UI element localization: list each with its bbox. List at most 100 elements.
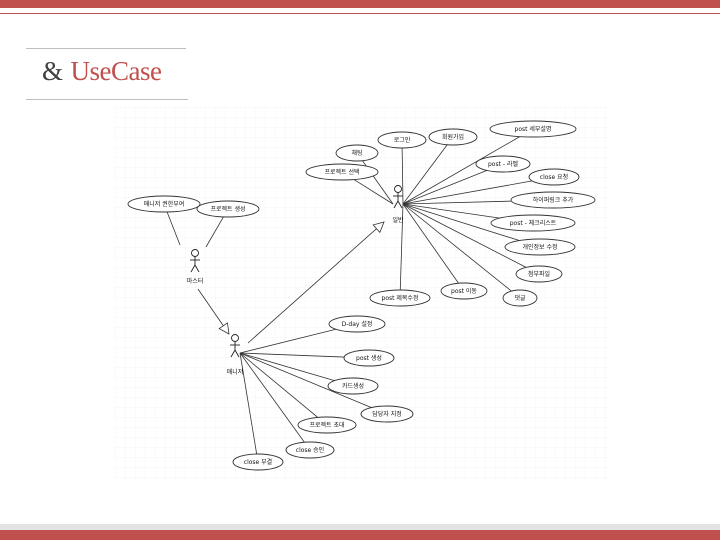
use-case-ellipse xyxy=(489,120,577,138)
title-ampersand: & xyxy=(42,56,63,86)
actor-master: 마스터 xyxy=(187,249,204,285)
use-case-ellipse xyxy=(285,441,335,459)
use-case: 카드생성 xyxy=(327,377,379,395)
use-case-label: close 승인 xyxy=(296,447,324,454)
use-case: 회원가입 xyxy=(428,128,478,146)
association-line xyxy=(166,211,181,246)
use-case-ellipse xyxy=(305,163,379,181)
title-divider-top xyxy=(26,48,186,49)
association-line xyxy=(399,203,404,291)
association-line xyxy=(353,179,394,205)
actor-label: 마스터 xyxy=(187,277,204,285)
association-line xyxy=(402,203,500,219)
use-case: 프로젝트 선택 xyxy=(305,163,379,181)
title-divider-bottom xyxy=(26,99,188,100)
use-case-label: close 부결 xyxy=(244,458,272,466)
use-case-ellipse xyxy=(504,238,576,256)
association-line xyxy=(239,352,319,418)
use-case-ellipse xyxy=(502,289,538,307)
use-case: 로그인 xyxy=(377,131,427,149)
use-case-ellipse xyxy=(475,155,531,173)
bottom-gray-band xyxy=(0,524,720,530)
association-line xyxy=(239,352,258,455)
association-line xyxy=(402,203,527,268)
use-case-ellipse xyxy=(196,200,260,218)
use-case-label: post 세부설명 xyxy=(515,125,552,133)
use-case: 담당자 지정 xyxy=(360,405,414,423)
association-line xyxy=(239,352,372,408)
use-case: post 세부설명 xyxy=(489,120,577,138)
association-line xyxy=(401,147,404,205)
stick-figure-icon xyxy=(230,334,240,358)
use-case: close 승인 xyxy=(285,441,335,459)
use-case-ellipse xyxy=(232,453,284,471)
use-case: D-day 설정 xyxy=(328,315,386,333)
use-case: post 제목수정 xyxy=(369,289,431,307)
use-case: 매니저 권한부여 xyxy=(127,195,201,213)
association-line xyxy=(205,216,224,248)
top-accent-line xyxy=(0,13,720,14)
use-case-ellipse xyxy=(343,349,395,367)
use-case-ellipse xyxy=(515,265,563,283)
use-case: close 부결 xyxy=(232,453,284,471)
association-line xyxy=(402,200,512,205)
stick-figure-icon xyxy=(190,249,200,273)
use-case-ellipse xyxy=(127,195,201,213)
use-case-ellipse xyxy=(490,214,576,232)
use-case-label: 하이퍼링크 추가 xyxy=(533,196,574,204)
use-case-ellipse xyxy=(327,377,379,395)
use-case-label: 채팅 xyxy=(351,149,362,157)
use-case-ellipse xyxy=(428,128,478,146)
actor-manager: 매니저 xyxy=(227,334,243,376)
use-case-label: 댓글 xyxy=(514,294,526,302)
association-line xyxy=(402,203,520,241)
association-line xyxy=(402,203,512,292)
use-case-label: 프로젝트 생성 xyxy=(210,205,245,213)
use-case-ellipse xyxy=(297,416,357,434)
use-case-label: post 생성 xyxy=(356,354,382,362)
use-case: 프로젝트 초대 xyxy=(297,416,357,434)
use-case-label: post - 라벨 xyxy=(488,160,518,168)
association-line xyxy=(239,352,305,443)
use-case-label: 프로젝트 선택 xyxy=(324,168,359,176)
use-case-ellipse xyxy=(510,191,596,209)
use-case-label: 로그인 xyxy=(394,137,411,144)
use-case-label: post 제목수정 xyxy=(382,294,419,302)
association-line xyxy=(239,352,345,358)
association-line xyxy=(402,136,521,205)
use-case-ellipse xyxy=(440,282,488,300)
use-case-label: close 요청 xyxy=(540,174,568,181)
generalization-arrow xyxy=(197,288,230,335)
bottom-accent-bar xyxy=(0,530,720,540)
use-case-label: 프로젝트 초대 xyxy=(309,421,344,429)
use-case: post - 체크리스트 xyxy=(490,214,576,232)
use-case-label: 담당자 지정 xyxy=(372,410,402,418)
use-case-label: 회원가입 xyxy=(442,133,464,141)
use-case: post 이동 xyxy=(440,282,488,300)
association-line xyxy=(239,352,335,381)
use-case-label: 매니저 권한부여 xyxy=(144,200,185,208)
use-case: 프로젝트 생성 xyxy=(196,200,260,218)
use-case: 개인정보 수정 xyxy=(504,238,576,256)
use-case-label: 개인정보 수정 xyxy=(522,243,557,251)
actor-label: 일반 xyxy=(392,216,404,224)
association-line xyxy=(402,170,488,205)
actor-general: 일반 xyxy=(392,185,404,224)
use-case-ellipse xyxy=(528,168,580,186)
use-case-label: 첨부파일 xyxy=(528,270,550,278)
use-case-label: post - 체크리스트 xyxy=(510,219,557,227)
association-line xyxy=(239,328,336,354)
use-case: close 요청 xyxy=(528,168,580,186)
use-case-ellipse xyxy=(328,315,386,333)
use-case-label: post 이동 xyxy=(451,287,477,295)
association-line xyxy=(402,203,459,284)
use-case-label: D-day 설정 xyxy=(342,320,373,328)
use-case-ellipse xyxy=(360,405,414,423)
use-case: 댓글 xyxy=(502,289,538,307)
title-text: UseCase xyxy=(70,56,162,86)
use-case: 첨부파일 xyxy=(515,265,563,283)
use-case: 하이퍼링크 추가 xyxy=(510,191,596,209)
use-case-ellipse xyxy=(377,131,427,149)
use-case: post 생성 xyxy=(343,349,395,367)
